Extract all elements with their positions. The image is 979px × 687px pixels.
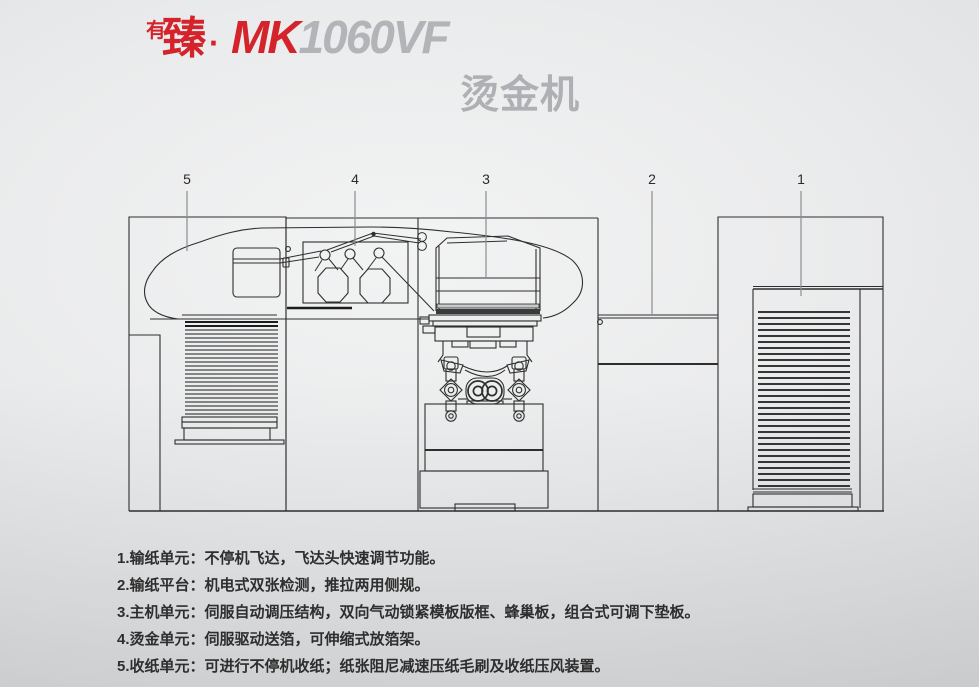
hood-outline xyxy=(143,226,584,320)
press-arm-right xyxy=(507,356,531,422)
model-suffix: 1060VF xyxy=(298,11,450,63)
main-press-unit xyxy=(419,235,549,512)
model-prefix: MK xyxy=(231,11,301,63)
feed-platform xyxy=(597,314,718,365)
foil-roll-right xyxy=(359,268,391,304)
feature-item-5: 5.收纸单元：可进行不停机收纸；纸张阻尼减速压纸毛刷及收纸压风装置。 xyxy=(117,658,610,675)
feature-item-1: 1.输纸单元：不停机飞达，飞达头快速调节功能。 xyxy=(117,550,445,567)
product-type-title: 烫金机 xyxy=(460,74,581,117)
callout-4-label: 4 xyxy=(351,171,359,187)
callout-3-label: 3 xyxy=(482,171,490,187)
feature-item-4: 4.烫金单元：伺服驱动送箔，可伸缩式放箔架。 xyxy=(117,631,430,648)
delivery-unit xyxy=(128,216,432,511)
press-bed xyxy=(419,400,549,512)
callout-2-label: 2 xyxy=(648,171,656,187)
feature-item-3: 3.主机单元：伺服自动调压结构，双向气动锁紧模板版框、蜂巢板，组合式可调下垫板。 xyxy=(117,604,700,621)
feature-item-2: 2.输纸平台：机电式双张检测，推拉两用侧规。 xyxy=(117,577,430,594)
foil-roll-left xyxy=(317,267,349,303)
brand-name: 臻 xyxy=(162,14,206,63)
model-name: MK1060VF xyxy=(231,11,450,63)
callout-leaders xyxy=(186,191,802,314)
press-gears xyxy=(465,377,505,405)
press-arm-left xyxy=(439,356,463,422)
callout-1-label: 1 xyxy=(797,171,805,187)
foil-web-path xyxy=(279,231,435,312)
brand-prefix: 有 xyxy=(146,20,166,42)
feature-list: 1.输纸单元：不停机飞达，飞达头快速调节功能。 2.输纸平台：机电式双张检测，推… xyxy=(117,545,700,680)
brand-separator: · xyxy=(209,25,220,61)
callout-5-label: 5 xyxy=(183,171,191,187)
hood-inner-box xyxy=(232,247,281,298)
